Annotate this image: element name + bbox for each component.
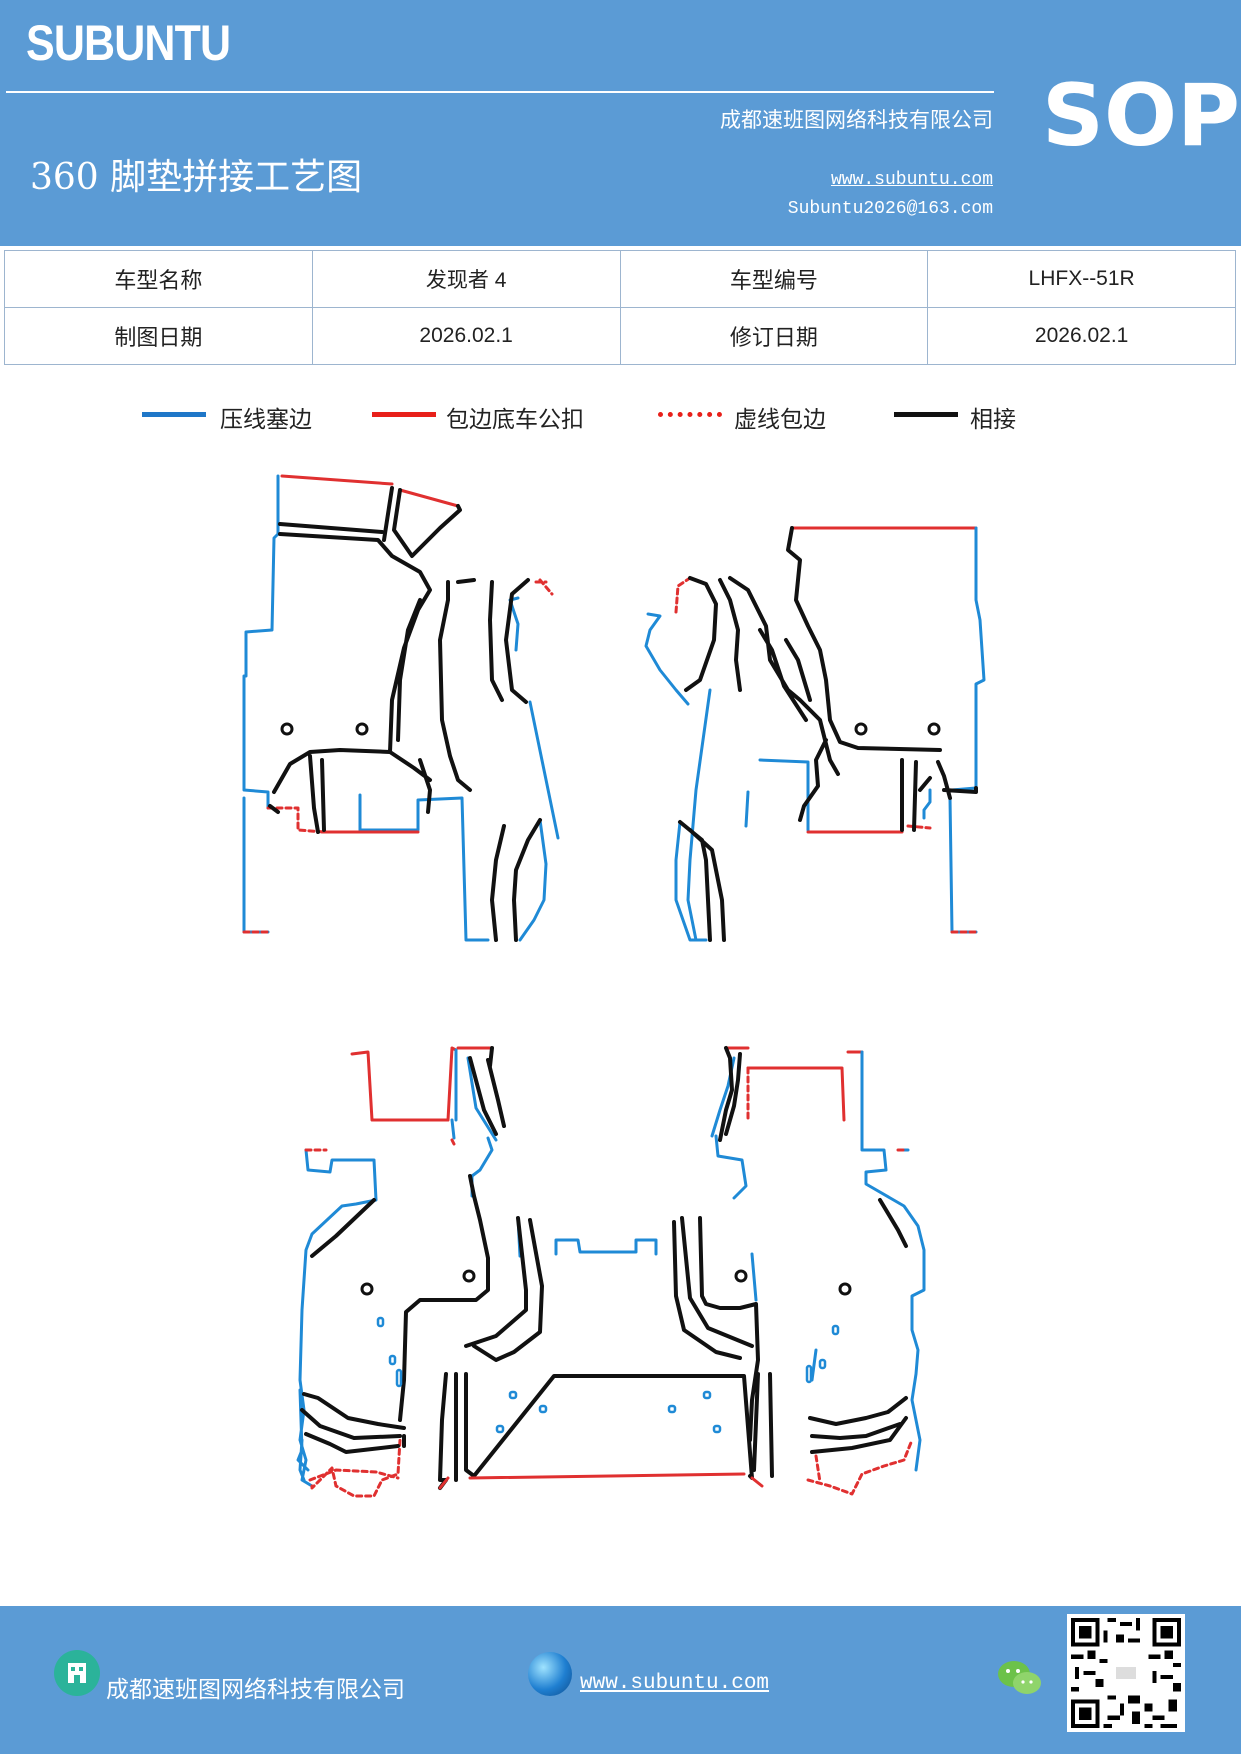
legend-black-line: [894, 412, 958, 417]
legend-label: 压线塞边: [220, 407, 312, 433]
front-right-mat: [644, 526, 986, 942]
page-title: 360 脚垫拼接工艺图: [30, 157, 363, 198]
model-code-label: 车型编号: [619, 250, 929, 308]
header-company: 成都速班图网络科技有限公司: [720, 108, 993, 132]
table-row: 车型名称 发现者 4 车型编号 LHFX--51R: [4, 250, 1236, 308]
sop-label: SOP: [1042, 66, 1241, 166]
brand-logo: SUBUNTU: [26, 15, 231, 71]
legend-blue-line: [142, 412, 206, 417]
footer-company: 成都速班图网络科技有限公司: [106, 1677, 405, 1703]
legend: 压线塞边 包边底车公扣 虚线包边 相接: [0, 400, 1241, 440]
rear-left-mat: [296, 1046, 764, 1498]
wechat-icon[interactable]: [996, 1658, 1044, 1698]
legend-red-line: [372, 412, 436, 417]
legend-label: 虚线包边: [734, 407, 826, 433]
building-icon: [54, 1650, 100, 1696]
draw-date-label: 制图日期: [4, 307, 313, 365]
legend-red-dashed-line: [658, 412, 722, 417]
header-website-link[interactable]: www.subuntu.com: [830, 170, 993, 190]
revise-date-value: 2026.02.1: [927, 307, 1236, 365]
header-divider: [6, 91, 994, 93]
info-table: 车型名称 发现者 4 车型编号 LHFX--51R 制图日期 2026.02.1…: [4, 250, 1236, 365]
legend-label: 相接: [970, 407, 1016, 433]
header-email: Subuntu2026@163.com: [787, 199, 993, 219]
model-name-value: 发现者 4: [311, 250, 621, 308]
draw-date-value: 2026.02.1: [311, 307, 621, 365]
table-row: 制图日期 2026.02.1 修订日期 2026.02.1: [4, 307, 1236, 365]
qr-code: [1067, 1614, 1185, 1732]
footer-banner: 成都速班图网络科技有限公司 www.subuntu.com: [0, 1606, 1241, 1754]
rear-right-mat: [667, 1046, 926, 1496]
globe-icon: [528, 1652, 572, 1696]
header-banner: SUBUNTU 成都速班图网络科技有限公司 360 脚垫拼接工艺图 www.su…: [0, 0, 1241, 246]
legend-label: 包边底车公扣: [446, 407, 584, 433]
model-name-label: 车型名称: [4, 250, 313, 308]
footer-website-link[interactable]: www.subuntu.com: [580, 1672, 770, 1695]
front-left-mat: [242, 474, 560, 942]
model-code-value: LHFX--51R: [927, 250, 1236, 308]
revise-date-label: 修订日期: [619, 307, 929, 365]
